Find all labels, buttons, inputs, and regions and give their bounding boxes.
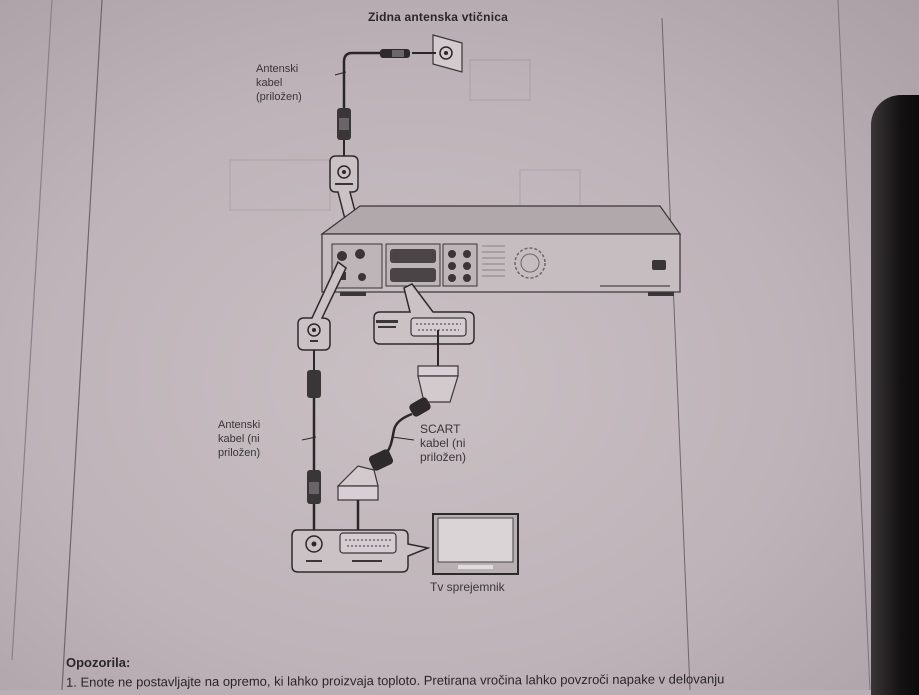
label-line: kabel (ni [420, 436, 466, 450]
page-margin-line-left [11, 0, 53, 661]
label-line: kabel (ni [218, 433, 260, 445]
page-margin-line [61, 0, 103, 690]
tv-input-callout [291, 529, 431, 573]
label-line: kabel [256, 77, 283, 89]
background-object [871, 95, 919, 695]
recorder-device [320, 205, 682, 296]
tv-set-icon [432, 513, 519, 575]
label-line: (priložen) [256, 91, 302, 103]
label-line: Antenski [256, 63, 299, 75]
scart-cable-not-supplied [383, 412, 413, 457]
label-line: SCART [420, 422, 461, 436]
warnings-heading: Opozorila: [66, 655, 131, 670]
supplied-antenna-cable [342, 51, 381, 112]
antenna-cable-not-supplied-label: Antenski kabel (ni priložen) [218, 418, 260, 460]
scart-out-callout [373, 283, 475, 345]
label-line: Antenski [218, 419, 261, 431]
wall-antenna-socket-icon [432, 34, 463, 73]
label-leader [334, 71, 347, 76]
diagram-title: Zidna antenska vtičnica [368, 10, 508, 24]
label-line: priložen) [420, 450, 467, 464]
page-right-edge-line [837, 0, 871, 690]
antenna-plug-icon [307, 370, 321, 398]
column-divider-line [661, 17, 691, 690]
label-leader [301, 436, 317, 441]
label-leader [391, 436, 415, 441]
scart-plug-icon [409, 365, 459, 417]
tv-receiver-label: Tv sprejemnik [430, 580, 505, 594]
scart-plug-icon [336, 449, 394, 540]
supplied-antenna-cable-label: Antenski kabel (priložen) [256, 62, 302, 104]
antenna-plug-icon [380, 49, 436, 58]
label-line: priložen) [218, 447, 261, 459]
scart-cable-not-supplied-label: SCART kabel (ni priložen) [420, 422, 466, 464]
